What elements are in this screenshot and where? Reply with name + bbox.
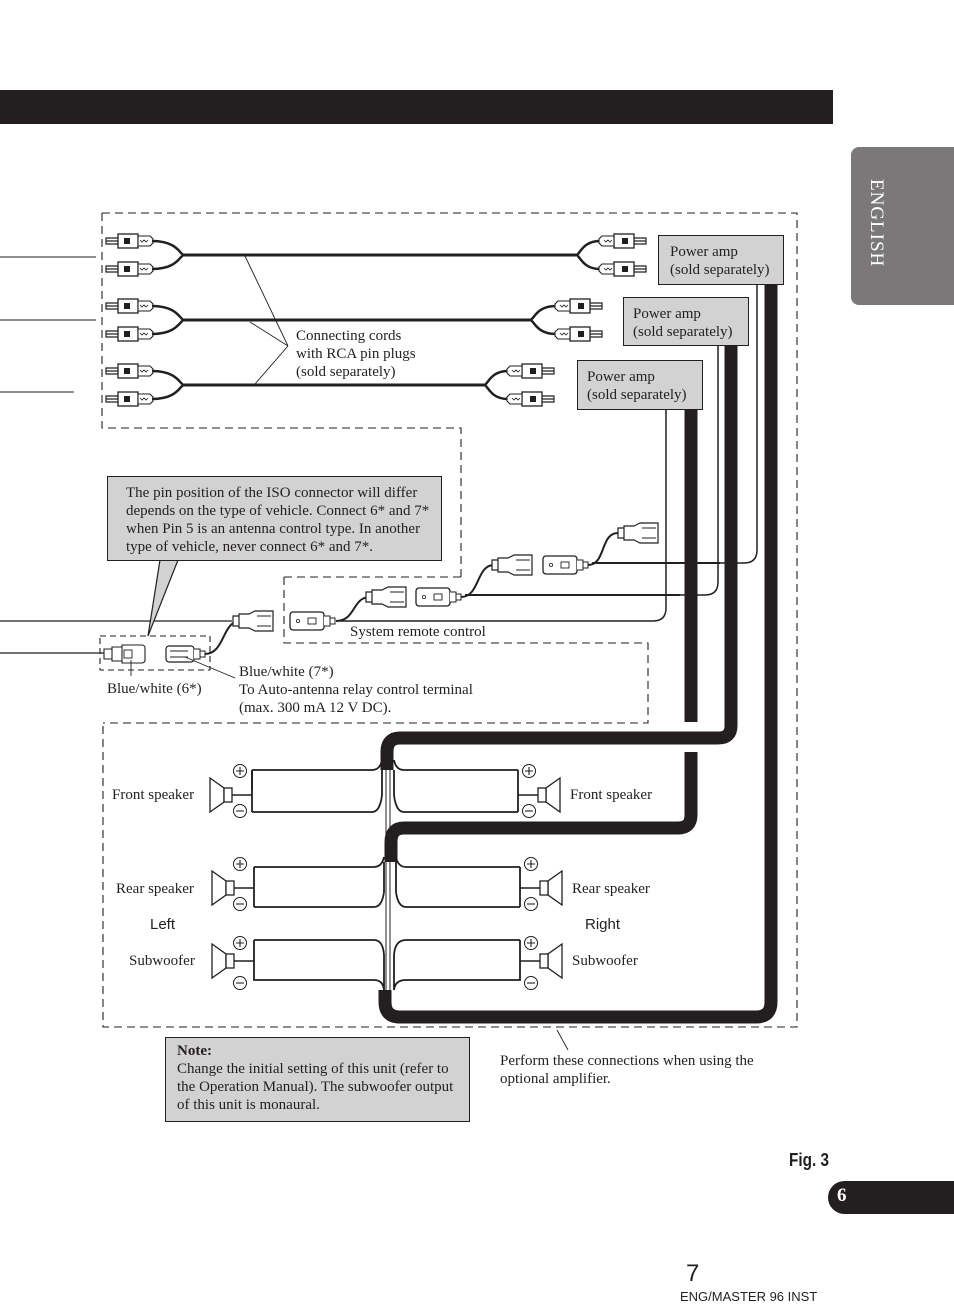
- power-amp-box-1: Power amp (sold separately): [658, 235, 784, 285]
- antenna-connector-frame: [99, 635, 211, 671]
- subwoofer-left-label: Subwoofer: [129, 953, 195, 969]
- iso-connector-note: The pin position of the ISO connector wi…: [107, 476, 442, 561]
- section-number-badge: 6: [828, 1181, 954, 1214]
- language-tab-label: ENGLISH: [866, 179, 887, 268]
- note-text: Change the initial setting of this unit …: [177, 1061, 454, 1113]
- minus-terminal-icon: [232, 975, 248, 991]
- rca-cords-label: Connecting cords with RCA pin plugs (sol…: [296, 328, 416, 380]
- remote-female-connector-2: [415, 587, 462, 607]
- plus-terminal-icon: [523, 856, 539, 872]
- figure-label: Fig. 3: [789, 1150, 829, 1170]
- plus-terminal-icon: [523, 935, 539, 951]
- speaker-wiring: [209, 759, 562, 1000]
- remote-male-connector-1: [365, 586, 407, 608]
- blue-white-6-label: Blue/white (6*): [107, 681, 202, 697]
- power-amp-box-3: Power amp (sold separately): [577, 360, 703, 410]
- power-amp-label: Power amp: [633, 306, 701, 322]
- rca-cord-2: [105, 298, 602, 342]
- power-amp-label: Power amp: [670, 244, 738, 260]
- minus-terminal-icon: [521, 803, 537, 819]
- remote-female-connector-3: [542, 555, 589, 575]
- system-remote-label: System remote control: [350, 624, 486, 640]
- minus-terminal-icon: [523, 896, 539, 912]
- front-speaker-left-label: Front speaker: [112, 787, 195, 803]
- rca-cord-1: [105, 233, 646, 277]
- remote-male-connector-2: [491, 554, 533, 576]
- header-bar: [0, 90, 833, 124]
- subwoofer-left: [211, 943, 255, 979]
- connector-blue-white-6: [103, 644, 146, 664]
- note-title: Note:: [177, 1043, 212, 1059]
- outer-frame: [102, 212, 798, 1028]
- power-amp-box-2: Power amp (sold separately): [623, 297, 749, 346]
- minus-terminal-icon: [523, 975, 539, 991]
- plus-terminal-icon: [521, 763, 537, 779]
- subwoofer-right: [520, 944, 562, 978]
- power-amp-sublabel: (sold separately): [670, 262, 770, 278]
- power-amp-sublabel: (sold separately): [633, 324, 733, 340]
- language-tab[interactable]: ENGLISH: [851, 147, 954, 305]
- subwoofer-right-label: Subwoofer: [572, 953, 638, 969]
- subwoofer-note: Note: Change the initial setting of this…: [165, 1037, 470, 1122]
- rca-cord-3: [105, 363, 554, 407]
- minus-terminal-icon: [232, 896, 248, 912]
- plus-terminal-icon: [232, 763, 248, 779]
- rear-speaker-right-label: Rear speaker: [572, 881, 650, 897]
- page-number: 7: [686, 1260, 700, 1287]
- plus-terminal-icon: [232, 935, 248, 951]
- remote-female-connector-1: [289, 611, 336, 631]
- speaker-front-left: [209, 777, 253, 813]
- front-speaker-right-label: Front speaker: [570, 787, 653, 803]
- remote-male-connector-3: [617, 522, 659, 544]
- speaker-rear-left: [211, 870, 255, 906]
- minus-terminal-icon: [232, 803, 248, 819]
- right-channel-label: Right: [585, 916, 621, 933]
- blue-white-7-label: Blue/white (7*) To Auto-antenna relay co…: [239, 664, 473, 716]
- rear-speaker-left-label: Rear speaker: [116, 881, 194, 897]
- amplifier-note: Perform these connections when using the…: [500, 1053, 754, 1087]
- plus-terminal-icon: [232, 856, 248, 872]
- power-amp-sublabel: (sold separately): [587, 387, 687, 403]
- antenna-male-connector: [232, 610, 274, 632]
- left-channel-label: Left: [150, 916, 176, 933]
- callout-pointer: [147, 559, 179, 637]
- power-amp-label: Power amp: [587, 369, 655, 385]
- connector-blue-white-7: [165, 645, 206, 663]
- footer-code: ENG/MASTER 96 INST: [680, 1289, 818, 1304]
